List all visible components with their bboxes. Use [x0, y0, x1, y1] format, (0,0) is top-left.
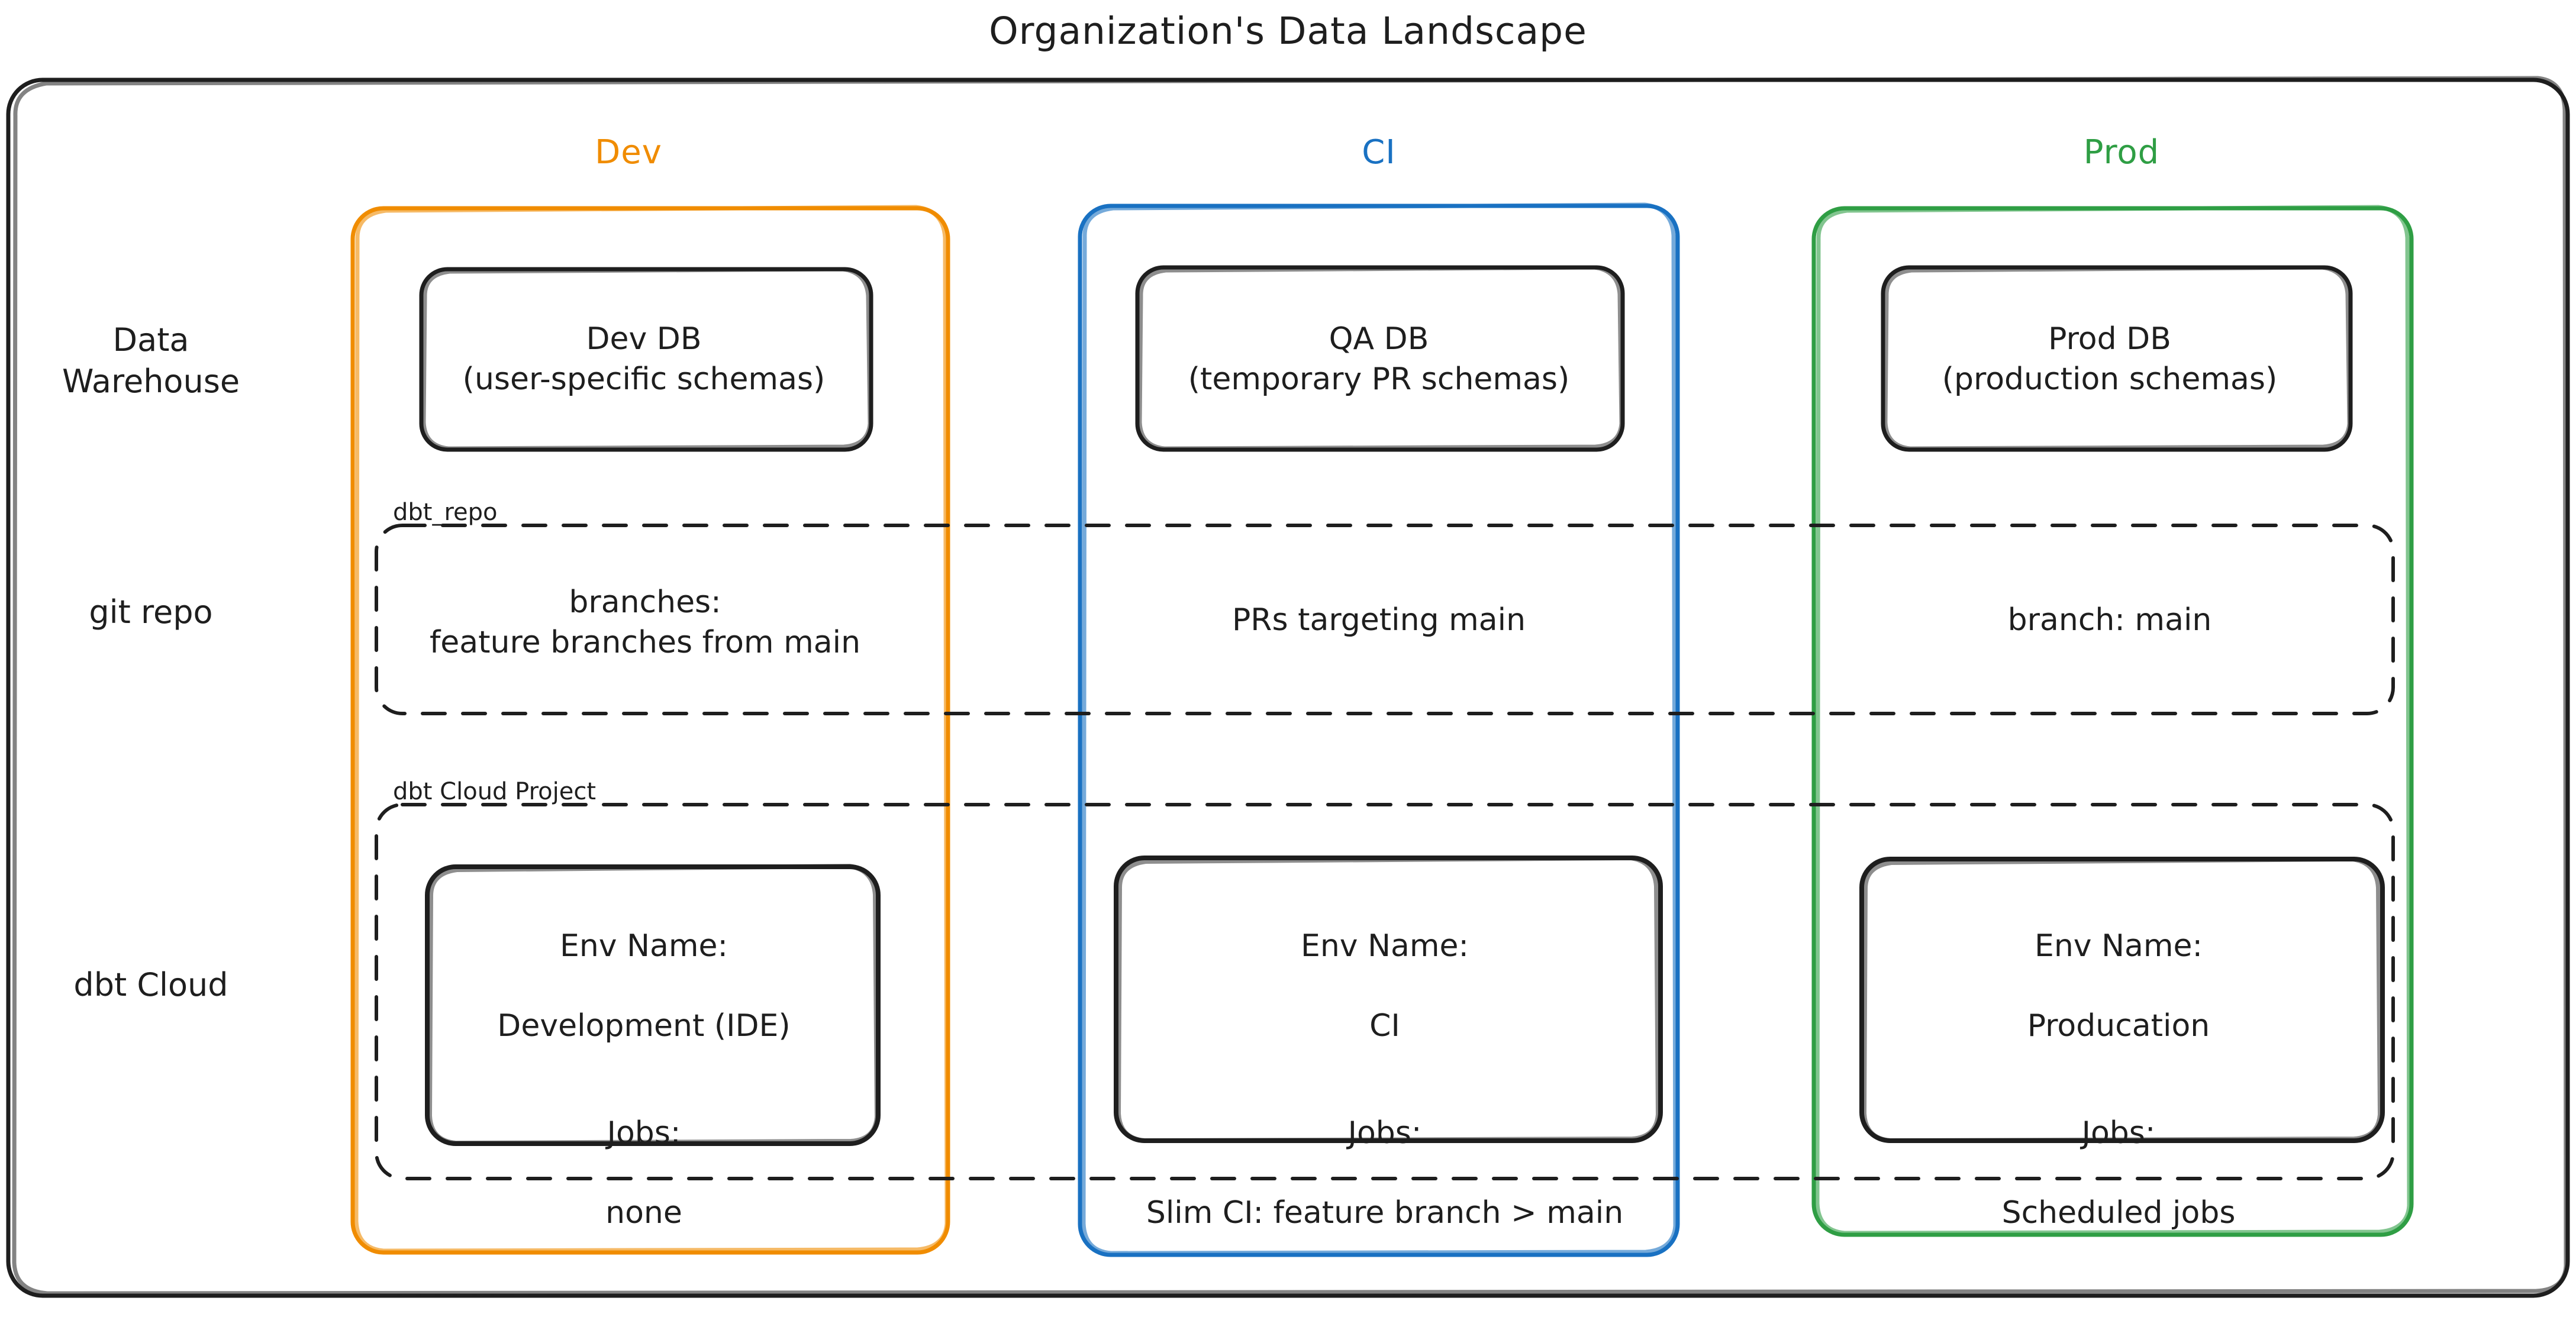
spacer [1113, 1046, 1657, 1073]
group-caption-dbt-repo: dbt_repo [393, 499, 498, 526]
node-box-ci-env [1114, 856, 1663, 1143]
env-name-value-ci: CI [1369, 1008, 1400, 1044]
jobs-label-dev: Jobs: [607, 1115, 681, 1151]
row-label-data-warehouse: Data Warehouse [62, 321, 240, 401]
group-box-dbt-repo [375, 524, 2395, 715]
node-box-dev-db [419, 267, 873, 452]
swimlane-label-dev: Dev [595, 133, 662, 172]
node-box-qa-db [1135, 265, 1625, 452]
outer-frame [6, 76, 2570, 1298]
spacer [1858, 1046, 2379, 1073]
swimlane-box-ci [1078, 202, 1680, 1257]
row-label-git-repo: git repo [89, 593, 213, 631]
node-box-dev-env [425, 864, 881, 1146]
jobs-value-dev: none [605, 1195, 682, 1231]
env-name-label-prod: Env Name: [2034, 928, 2203, 964]
node-box-prod-db [1881, 265, 2353, 452]
node-label-dev-env: Env Name: Development (IDE) Jobs: none [419, 886, 869, 1234]
swimlane-box-prod [1811, 205, 2414, 1237]
group-caption-dbt-cloud-project: dbt Cloud Project [393, 778, 597, 805]
page-title: Organization's Data Landscape [989, 9, 1587, 53]
jobs-value-ci: Slim CI: feature branch > main [1146, 1195, 1624, 1231]
swimlane-box-dev [350, 205, 950, 1255]
jobs-value-prod: Scheduled jobs [2001, 1195, 2236, 1231]
node-label-dev-db: Dev DB (user-specific schemas) [462, 321, 826, 397]
env-name-value-prod: Producation [2027, 1008, 2210, 1044]
node-box-prod-env [1859, 857, 2385, 1143]
node-label-prod-db: Prod DB (production schemas) [1942, 321, 2278, 397]
row-label-dbt-cloud: dbt Cloud [73, 966, 228, 1003]
group-box-dbt-cloud-project [375, 803, 2395, 1180]
node-label-qa-db: QA DB (temporary PR schemas) [1188, 321, 1570, 397]
jobs-label-ci: Jobs: [1347, 1115, 1422, 1151]
swimlane-label-prod: Prod [2083, 133, 2160, 172]
node-label-ci-git: PRs targeting main [1231, 602, 1526, 638]
swimlane-label-ci: CI [1362, 133, 1396, 172]
spacer [419, 1046, 869, 1073]
env-name-label-ci: Env Name: [1300, 928, 1469, 964]
node-label-ci-env: Env Name: CI Jobs: Slim CI: feature bran… [1113, 886, 1657, 1234]
env-name-value-dev: Development (IDE) [497, 1008, 791, 1044]
env-name-label-dev: Env Name: [559, 928, 728, 964]
node-label-prod-git: branch: main [2007, 602, 2212, 638]
node-label-prod-env: Env Name: Producation Jobs: Scheduled jo… [1858, 886, 2379, 1234]
jobs-label-prod: Jobs: [2081, 1115, 2156, 1151]
node-label-dev-git: branches: feature branches from main [429, 585, 861, 660]
